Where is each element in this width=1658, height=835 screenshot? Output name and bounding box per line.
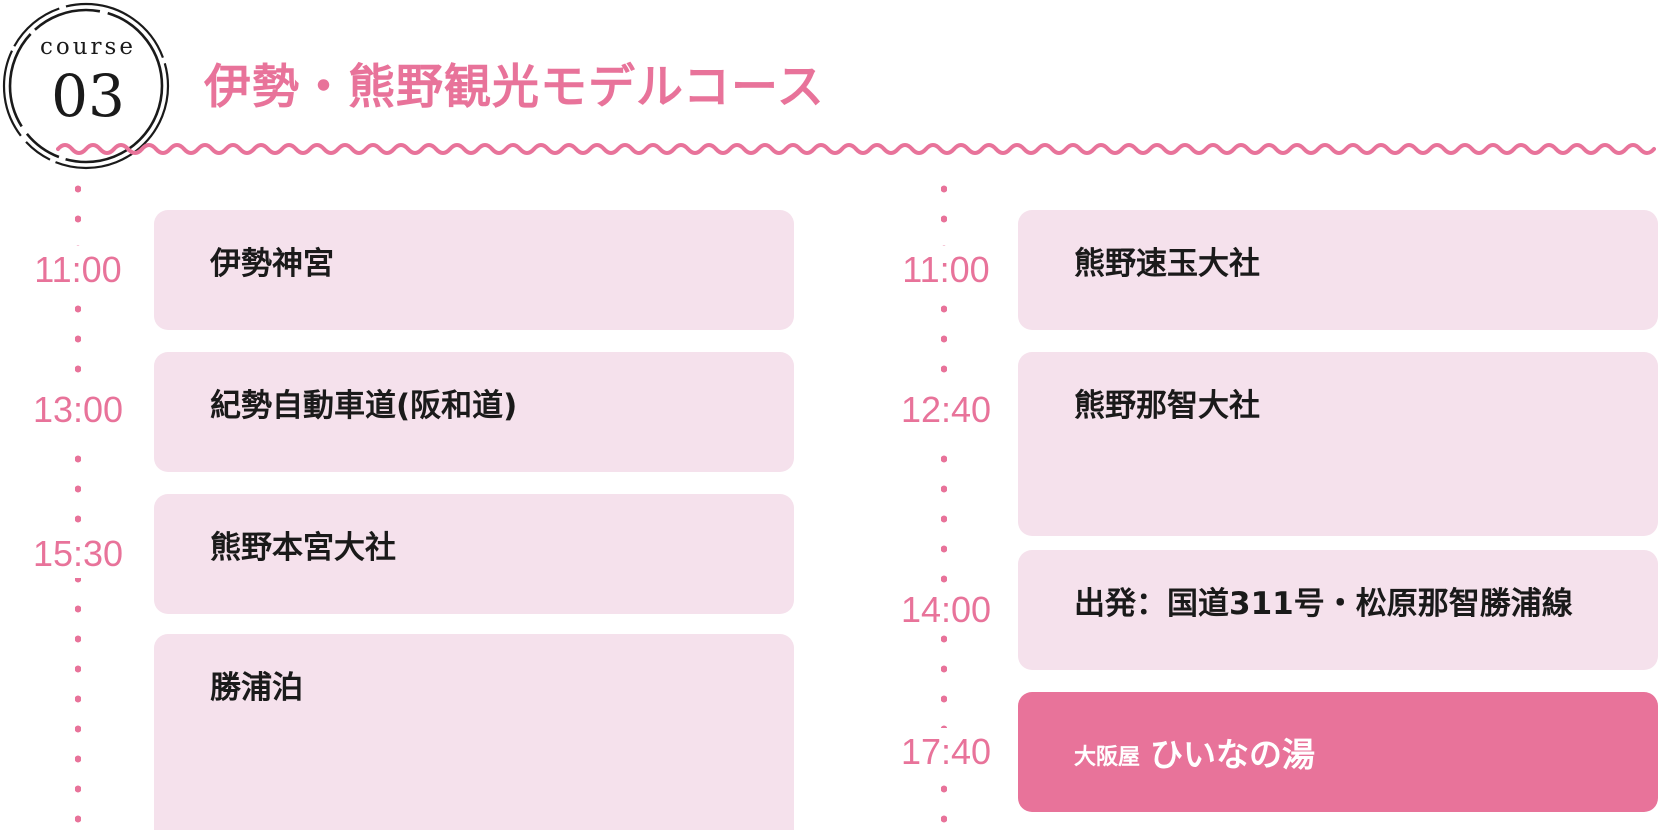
time-label: 14:00 [894,586,998,634]
stop-card: 紀勢自動車道(阪和道) [154,352,794,472]
stop-label: 紀勢自動車道(阪和道) [210,388,518,424]
time-label: 12:40 [894,386,998,434]
course-badge: course 03 [0,0,176,176]
stop-card: 出発：国道311号・松原那智勝浦線 [1018,550,1658,670]
badge-circle-graphic [2,2,170,170]
stop-card-overnight: 勝浦泊 [154,634,794,830]
stop-card: 熊野本宮大社 [154,494,794,614]
left-timeline: 11:00 伊勢神宮 13:00 紀勢自動車道(阪和道) 15:30 熊野本宮大… [0,0,820,835]
stop-label: 熊野速玉大社 [1074,246,1260,282]
stop-card: 熊野速玉大社 [1018,210,1658,330]
stop-card: 熊野那智大社 [1018,352,1658,536]
stop-label: 熊野本宮大社 [210,530,396,566]
destination-card: 大阪屋ひいなの湯 [1018,692,1658,812]
stop-label: 伊勢神宮 [210,246,334,282]
time-label: 13:00 [30,386,126,434]
timeline-dotted-line [75,174,81,835]
destination-prefix: 大阪屋 [1074,745,1141,770]
stop-label: 勝浦泊 [210,670,303,706]
wavy-divider [56,143,1656,155]
right-timeline: 11:00 熊野速玉大社 12:40 熊野那智大社 14:00 出発：国道311… [860,0,1658,835]
stop-card: 伊勢神宮 [154,210,794,330]
time-label: 15:30 [30,530,126,578]
page-title: 伊勢・熊野観光モデルコース [204,60,825,115]
time-label: 11:00 [30,246,126,294]
destination-name: ひいなの湯 [1150,735,1316,774]
timeline-dotted-line [941,174,947,835]
time-label: 11:00 [894,246,998,294]
time-label: 17:40 [894,728,998,776]
badge-course-number: 03 [51,62,125,130]
stop-label: 熊野那智大社 [1074,388,1260,424]
badge-course-label: course [40,34,136,60]
stop-label: 出発：国道311号・松原那智勝浦線 [1074,586,1573,622]
